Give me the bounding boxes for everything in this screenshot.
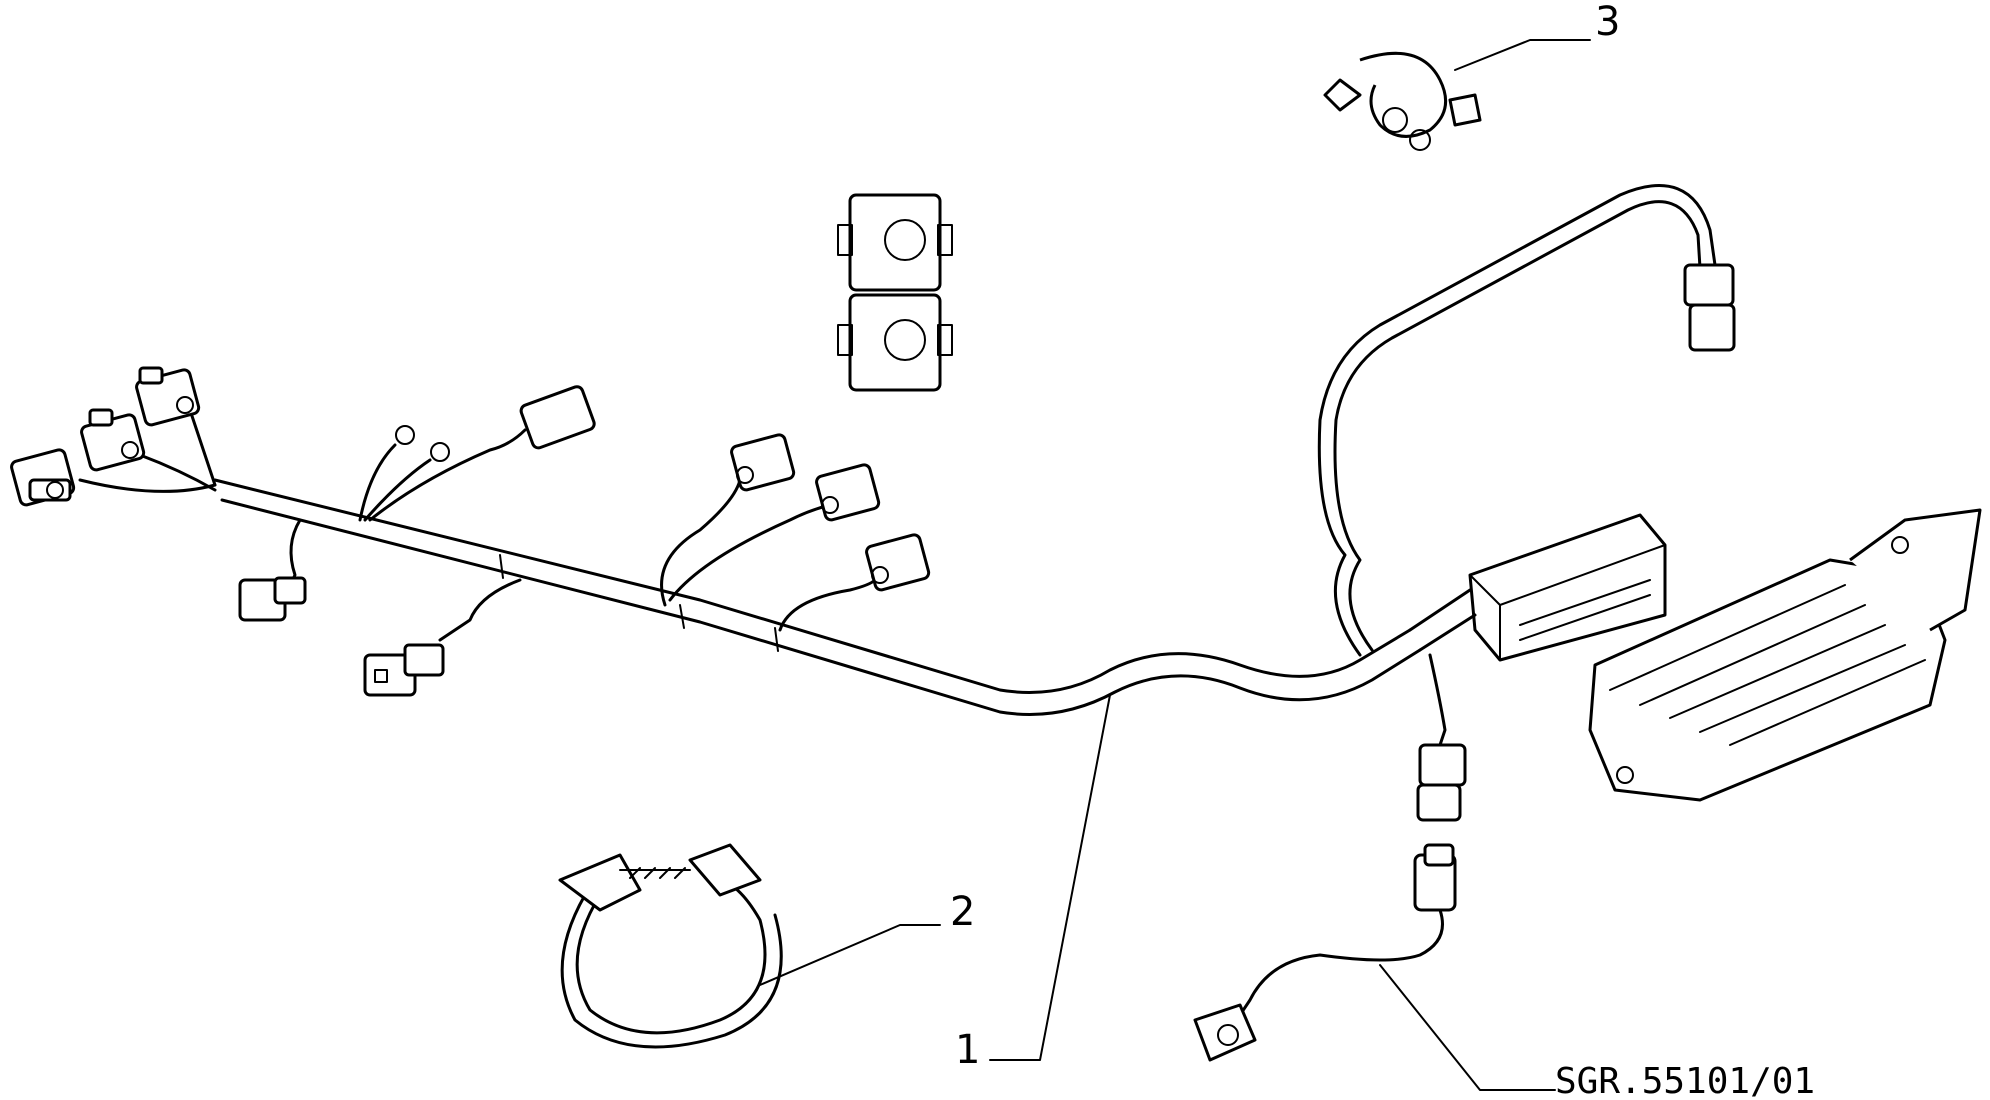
connector-lower-mid bbox=[363, 578, 522, 697]
callout-3: 3 bbox=[1595, 0, 1620, 45]
multi-pin-connector bbox=[1408, 513, 1667, 662]
control-unit bbox=[1588, 508, 1982, 802]
leader-lines bbox=[759, 39, 1591, 1091]
callout-1: 1 bbox=[955, 1027, 980, 1073]
connector-left-2 bbox=[80, 408, 146, 472]
left-connector-cluster bbox=[10, 366, 217, 507]
connector-left-1 bbox=[10, 448, 76, 507]
ring-terminals-branch bbox=[358, 385, 596, 522]
callout-2: 2 bbox=[950, 889, 975, 935]
middle-connector-group bbox=[660, 433, 931, 632]
main-harness-trunk bbox=[213, 478, 1422, 716]
upper-right-branch bbox=[1317, 184, 1736, 657]
sensor-with-cable bbox=[1193, 843, 1457, 1062]
connector-left-3 bbox=[135, 366, 201, 427]
hose-clamp bbox=[558, 843, 783, 1049]
relay-block bbox=[837, 193, 953, 392]
reference-code: SGR.55101/01 bbox=[1555, 1061, 1815, 1100]
lower-branch-connector bbox=[1416, 653, 1467, 822]
connector-lower-left bbox=[238, 518, 307, 622]
cable-clip bbox=[1323, 51, 1482, 151]
